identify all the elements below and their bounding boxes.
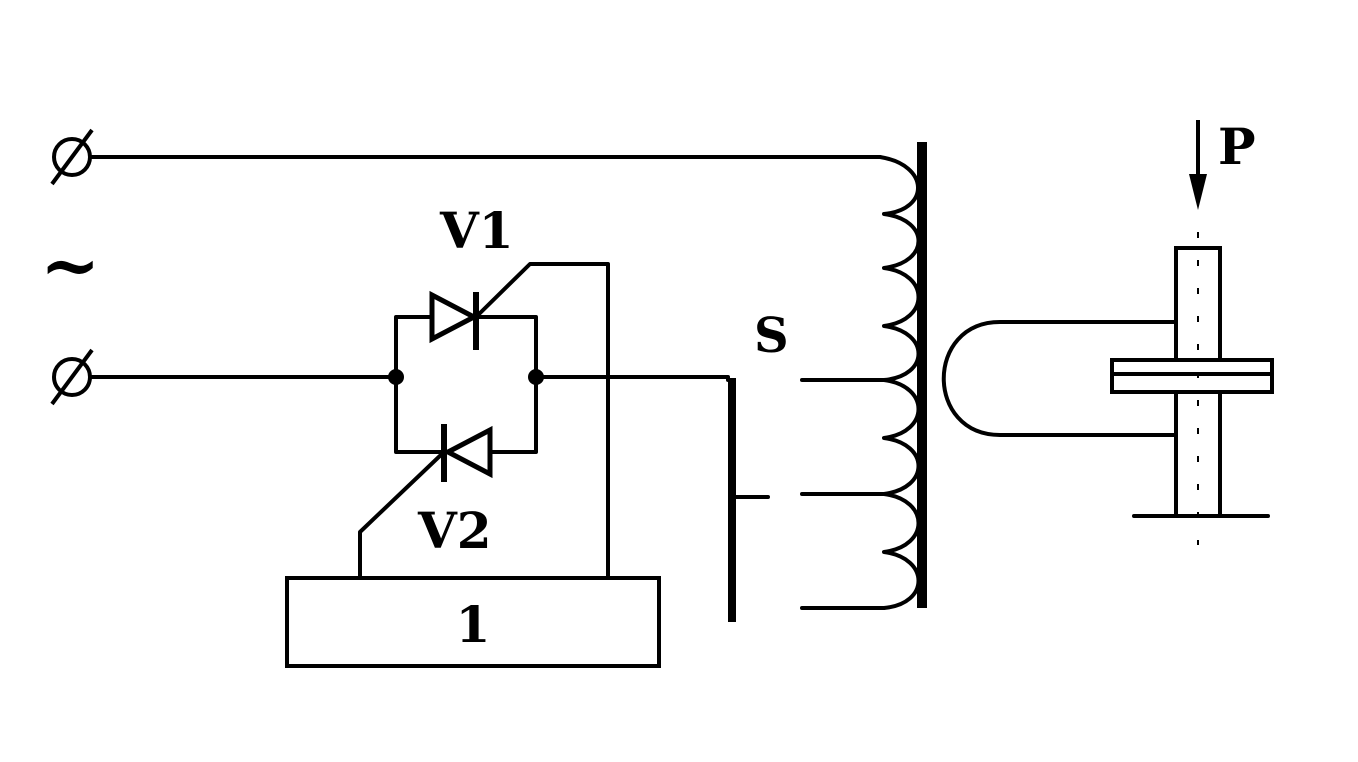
junction-right: [528, 369, 544, 385]
thyristor-v2: [441, 424, 493, 482]
secondary-loop: [941, 320, 1178, 437]
thyristor-v2-label: V2: [417, 501, 492, 560]
gate-v1-wire: [474, 262, 610, 580]
force-arrow: [1189, 120, 1207, 210]
thyristor-v1-label: V1: [439, 201, 514, 260]
switch-feed-wire: [534, 375, 730, 382]
ac-source-symbol: ~: [40, 222, 100, 307]
gate-v2-wire: [358, 450, 446, 580]
control-block-label: 1: [456, 595, 491, 654]
switch-label: S: [754, 308, 789, 364]
thyristor-frame: [394, 315, 538, 454]
force-label: P: [1218, 117, 1256, 176]
workpiece-sheet-top: [1110, 358, 1274, 376]
control-block: [285, 576, 661, 668]
transformer-winding: [878, 155, 921, 610]
workpiece-sheet-bottom: [1110, 372, 1274, 394]
terminal-bottom: [50, 348, 94, 406]
thyristor-v1: [429, 290, 480, 350]
lower-electrode: [1174, 390, 1222, 518]
junction-left: [388, 369, 404, 385]
terminal-top: [50, 128, 94, 186]
